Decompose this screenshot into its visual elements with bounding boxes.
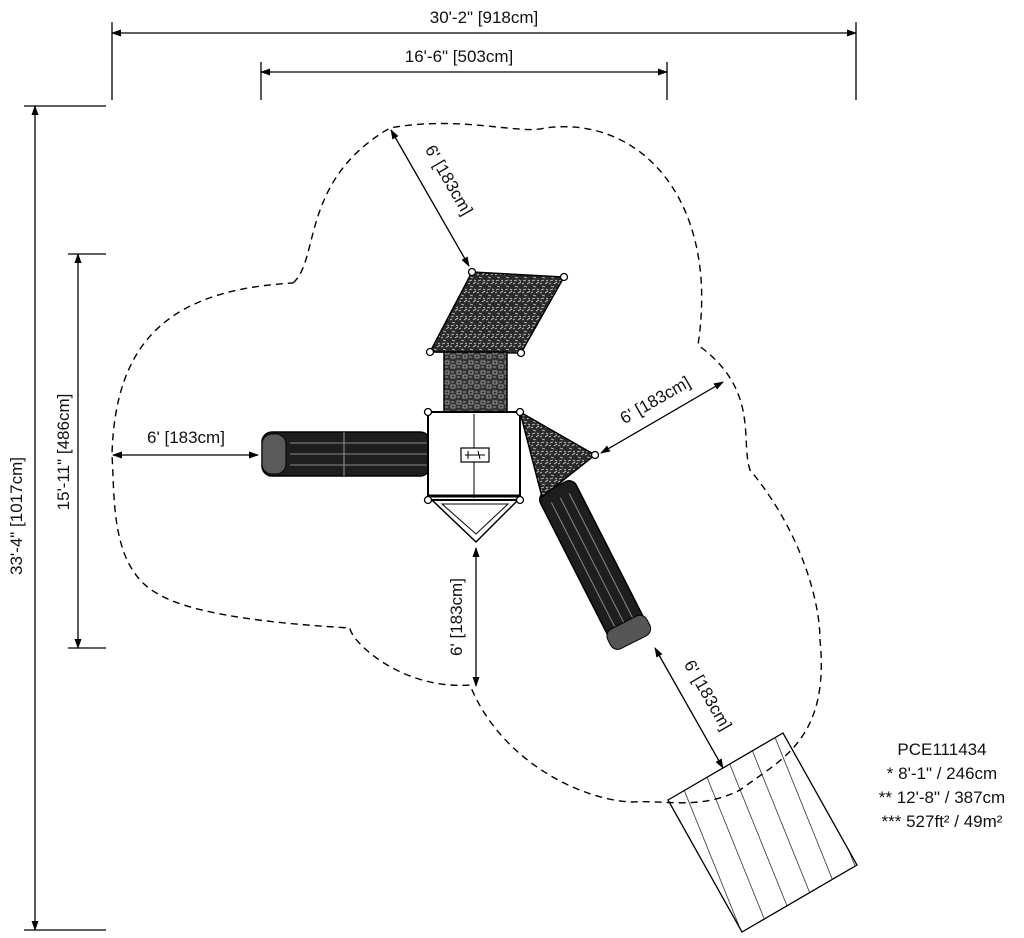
clearance-left-label: 6' [183cm] [147,428,225,447]
posts [423,267,600,505]
top-roof-panel [428,271,566,354]
clearance-bottom-label: 6' [183cm] [447,578,466,656]
clearance-right-label: 6' [183cm] [617,373,694,428]
height-two: ** 12'-8" / 387cm [878,788,1006,807]
clearance-slide-label: 6' [183cm] [680,657,735,734]
inner-width-label: 16'-6" [503cm] [405,47,514,66]
overall-height-label: 33'-4" [1017cm] [7,457,26,575]
hatched-surfacing-area [667,732,858,933]
product-info-block: PCE111434 * 8'-1" / 246cm ** 12'-8" / 38… [862,738,1022,834]
left-slide [261,431,431,477]
clearance-right-arrow [600,381,724,454]
area: *** 527ft² / 49m² [881,812,1003,831]
climbing-panel [443,351,508,413]
safety-zone-outline [111,122,822,804]
clearance-top-label: 6' [183cm] [421,142,476,219]
overall-width-label: 30'-2" [918cm] [430,8,539,27]
model-number: PCE111434 [897,740,987,759]
inner-height-label: 15'-11" [486cm] [54,394,73,511]
height-one: * 8'-1" / 246cm [886,764,998,783]
clearance-top-arrow [390,129,470,267]
clearance-slide-arrow [654,647,724,769]
side-roof-panel [518,410,597,499]
tube-slide [538,480,652,650]
